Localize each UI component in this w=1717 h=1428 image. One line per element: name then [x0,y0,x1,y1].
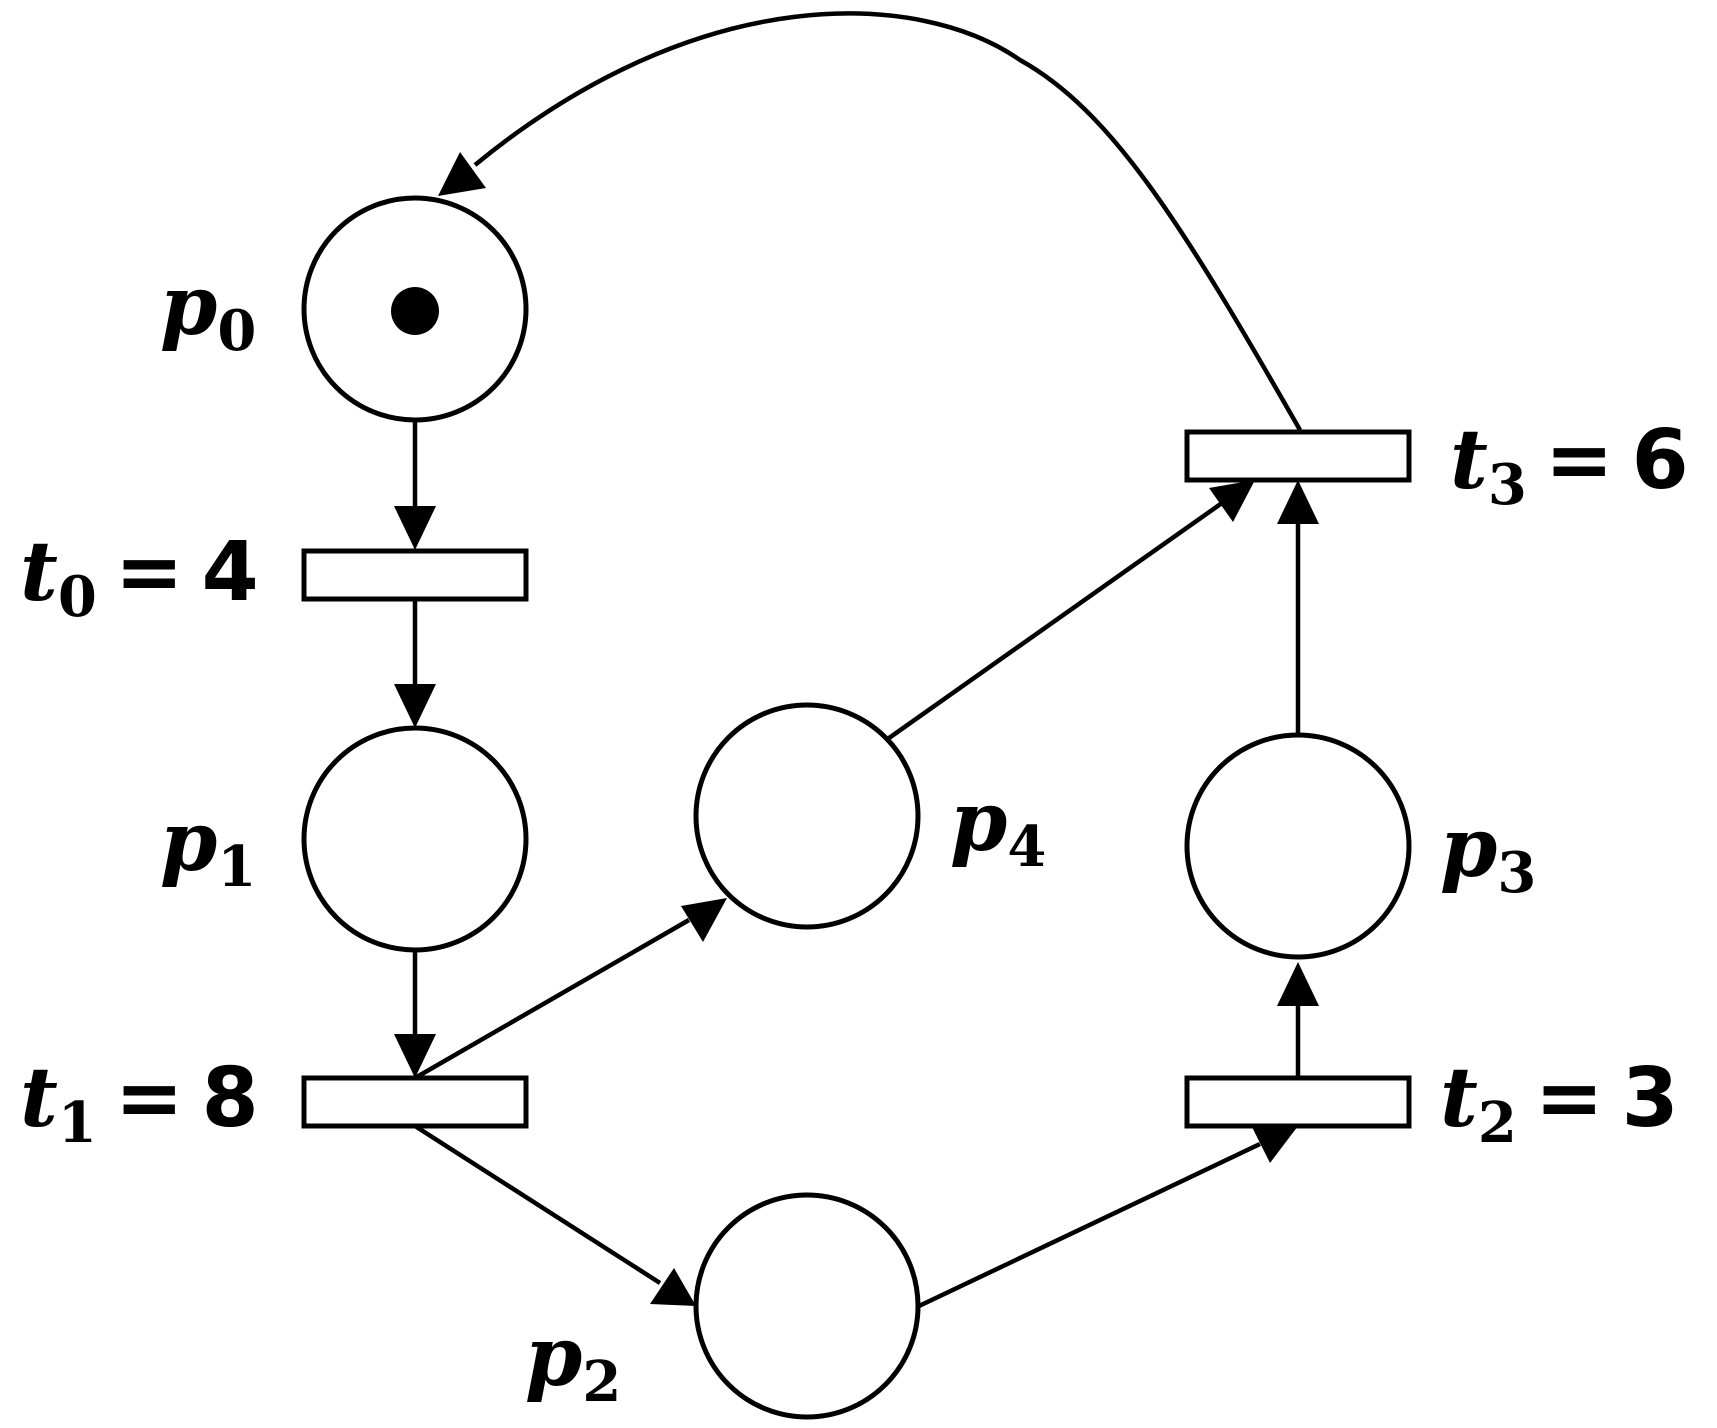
arrowhead-icon [438,152,486,196]
transition-t2[interactable] [1184,1075,1412,1129]
arrowhead-icon [394,684,436,728]
transition-t0[interactable] [301,548,529,602]
transition-label-t2: t2=3 [1440,1050,1679,1156]
arc-t3-p0 [473,11,1302,432]
arrowhead-icon [681,898,727,942]
place-labels: p0 p1 p4 p3 p2 [160,258,1536,1415]
place-p2[interactable] [693,1192,921,1420]
place-label-p4: p4 [950,774,1046,880]
arrowhead-icon [1277,480,1319,524]
transitions [301,429,1412,1129]
arc-t1-p2 [413,1124,662,1285]
place-label-p0: p0 [160,258,256,364]
transition-label-t3: t3=6 [1450,412,1689,518]
transition-labels: t0=4 t1=8 t2=3 t3=6 [20,412,1689,1156]
transition-label-t0: t0=4 [20,524,259,630]
place-p4[interactable] [693,702,921,930]
place-label-p3: p3 [1440,800,1536,906]
transition-label-t1: t1=8 [20,1050,259,1156]
transition-t1[interactable] [301,1075,529,1129]
arrowhead-icon [650,1268,696,1306]
arrowhead-icon [1209,480,1255,522]
arc-t1-p4 [413,918,691,1080]
arrowhead-icon [1251,1125,1298,1163]
place-p3[interactable] [1184,732,1412,960]
arrowhead-icon [1277,962,1319,1006]
arc-p2-t2 [918,1141,1261,1309]
transition-t3[interactable] [1184,429,1412,483]
places [301,195,1412,1420]
arc-p4-t3 [887,501,1224,740]
place-label-p2: p2 [525,1309,621,1415]
token-icon [391,287,439,335]
arcs [394,11,1319,1309]
arrowhead-icon [394,1034,436,1078]
place-p1[interactable] [301,725,529,953]
arrowhead-icon [394,506,436,550]
place-label-p1: p1 [160,794,256,900]
